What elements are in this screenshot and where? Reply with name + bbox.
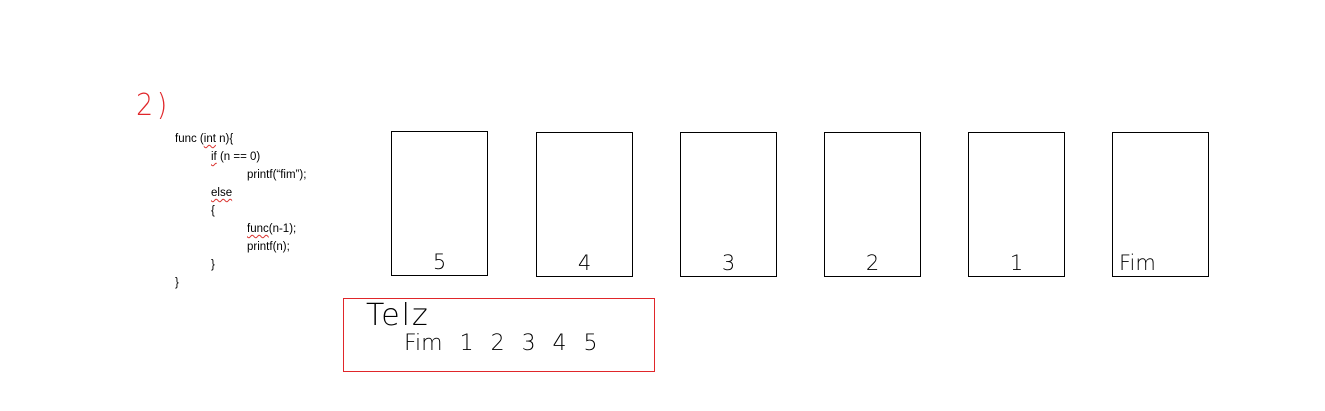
code-line-5: { [211,205,215,217]
stack-frame-6: Fim [1112,132,1209,277]
code-line-8: } [211,259,215,271]
stack-frame-2: 4 [536,132,633,277]
question-number: 2) [135,88,171,123]
code-token: func ( [175,133,204,145]
stack-frame-label: 1 [1009,251,1024,275]
code-line-7: printf(n); [247,241,290,253]
code-token: (n-1); [268,223,297,235]
code-token-misspelled: int [203,133,216,145]
stack-frame-label: Fim [1119,251,1156,275]
code-line-4: else [211,187,233,199]
stack-frame-3: 3 [680,132,777,277]
code-line-9: } [175,277,179,289]
output-title: Telz [366,298,430,333]
stack-frame-1: 5 [391,131,488,276]
output-box: Telz Fim 1 2 3 4 5 [343,298,655,372]
stack-frame-label: 3 [721,251,736,275]
stack-frame-label: 2 [865,251,880,275]
code-token: (n == 0) [216,151,261,163]
stack-frame-label: 5 [432,250,447,274]
code-line-6: func(n-1); [247,222,296,238]
output-sequence: Fim 1 2 3 4 5 [404,331,598,356]
stack-frame-5: 1 [968,132,1065,277]
code-token-misspelled: if [211,151,217,163]
code-line-1: func (int n){ [175,132,233,148]
code-token: n){ [215,133,234,145]
code-line-2: if (n == 0) [211,150,260,166]
code-line-3: printf(“fim”); [247,169,307,181]
stack-frame-label: 4 [577,251,592,275]
stack-frame-4: 2 [824,132,921,277]
code-token-misspelled: func [247,223,269,235]
